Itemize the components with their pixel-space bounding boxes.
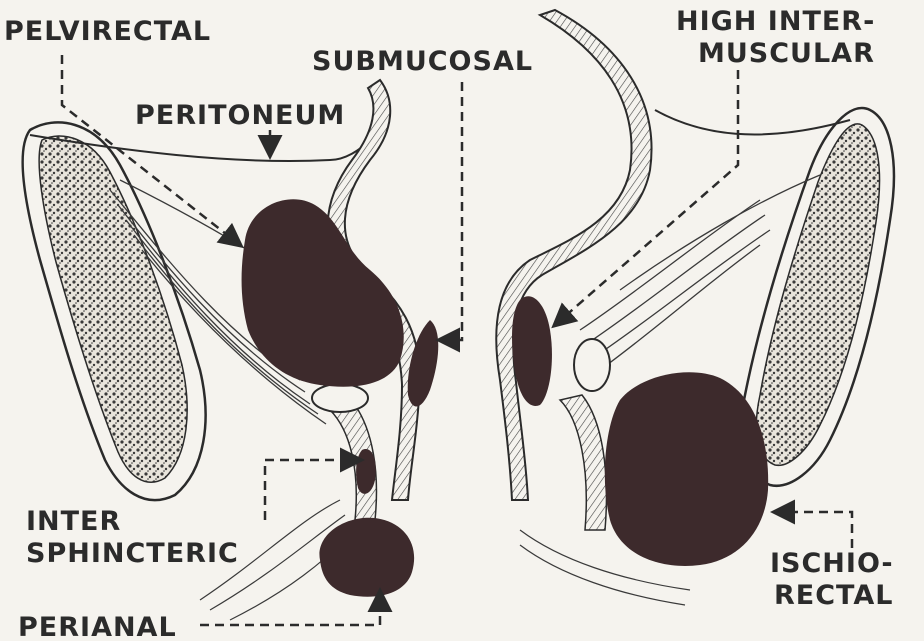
label-high-intermuscular-line1: HIGH INTER- bbox=[676, 6, 875, 37]
high-intermuscular-abscess bbox=[512, 296, 552, 406]
submucosal-leader bbox=[440, 82, 462, 340]
label-ischiorectal-line1: ISCHIO- bbox=[770, 548, 894, 579]
high-intermuscular-leader bbox=[555, 70, 738, 325]
perianal-abscess bbox=[319, 518, 414, 597]
perianal-leader bbox=[200, 592, 380, 625]
pelvirectal-abscess bbox=[242, 199, 404, 387]
right-lobule bbox=[574, 339, 610, 391]
label-submucosal: SUBMUCOSAL bbox=[312, 46, 533, 77]
label-peritoneum: PERITONEUM bbox=[135, 100, 345, 131]
label-intersphincteric-line1: INTER bbox=[26, 506, 121, 537]
intersphincteric-leader bbox=[265, 460, 360, 520]
ischiorectal-abscess bbox=[605, 372, 768, 566]
right-anal-canal bbox=[560, 395, 606, 530]
label-intersphincteric-line2: SPHINCTERIC bbox=[26, 538, 239, 569]
ischiorectal-leader bbox=[775, 512, 852, 548]
right-pelvic-bone bbox=[741, 108, 894, 486]
label-perianal: PERIANAL bbox=[18, 612, 177, 641]
label-high-intermuscular-line2: MUSCULAR bbox=[698, 38, 875, 69]
label-pelvirectal: PELVIRECTAL bbox=[4, 16, 211, 47]
left-lobule bbox=[312, 384, 368, 412]
peritoneum-line-right bbox=[655, 110, 850, 134]
left-pelvic-bone bbox=[23, 122, 206, 500]
label-ischiorectal-line2: RECTAL bbox=[774, 580, 893, 611]
